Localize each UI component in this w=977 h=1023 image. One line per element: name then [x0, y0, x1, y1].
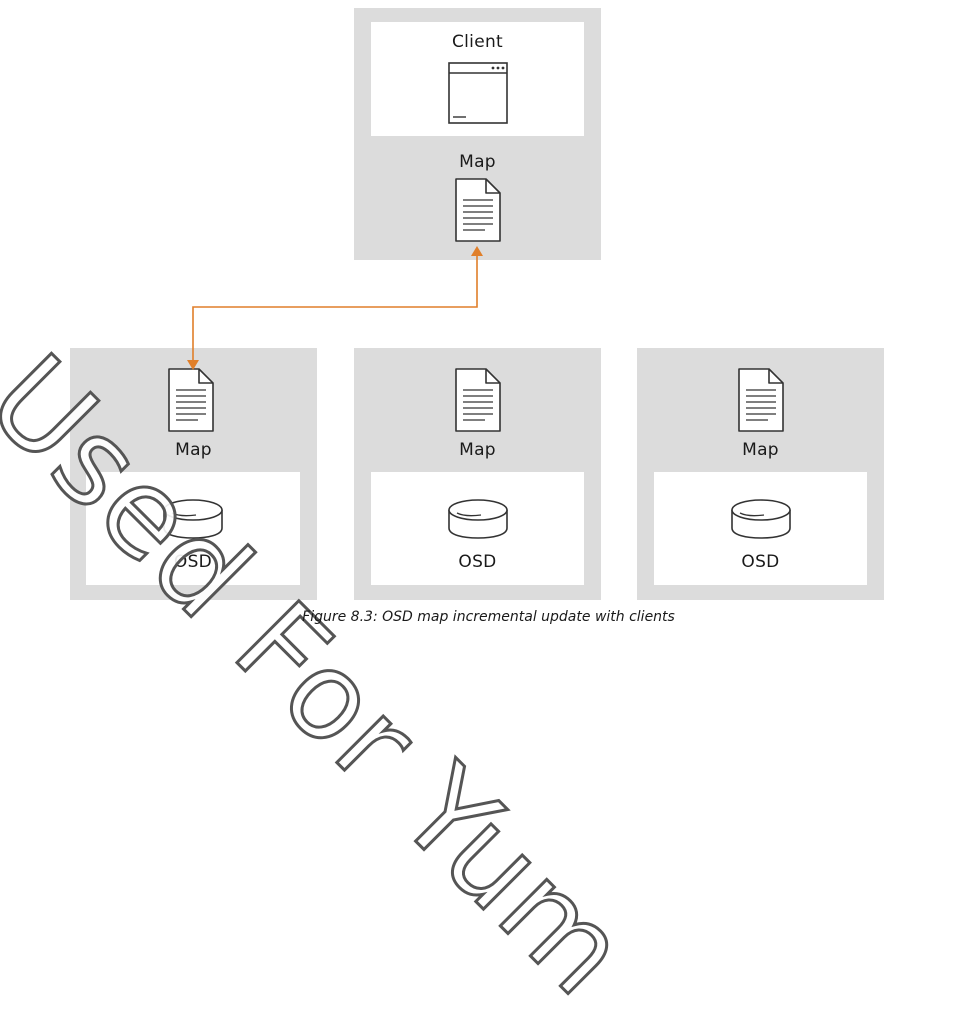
figure-caption: Figure 8.3: OSD map incremental update w… [302, 609, 675, 625]
osd-3-map-label: Map [742, 440, 779, 460]
client-label: Client [451, 32, 503, 52]
osd-3-panel: OSD [654, 472, 867, 585]
osd-1-panel: OSD [86, 472, 300, 585]
osd-2-panel: OSD [371, 472, 584, 585]
osd-1-map-label: Map [175, 440, 212, 460]
document-icon [455, 368, 501, 432]
document-icon [168, 368, 214, 432]
client-panel: Client [371, 22, 584, 136]
disk-icon [731, 499, 791, 539]
osd-node-1: Map OSD [70, 348, 317, 600]
osd-node-2: Map OSD [354, 348, 601, 600]
client-map-label: Map [459, 152, 496, 172]
disk-icon [163, 499, 223, 539]
arrowhead-down [187, 360, 199, 370]
application-window-icon [448, 62, 508, 124]
document-icon [738, 368, 784, 432]
document-icon [455, 178, 501, 242]
disk-icon [448, 499, 508, 539]
osd-node-3: Map OSD [637, 348, 884, 600]
map-update-arrow [187, 246, 483, 370]
client-node: Client Map [354, 8, 601, 260]
osd-1-label: OSD [173, 552, 213, 572]
osd-2-label: OSD [458, 552, 497, 572]
osd-2-map-label: Map [459, 440, 496, 460]
osd-3-label: OSD [741, 552, 780, 572]
arrowhead-up [471, 246, 483, 256]
